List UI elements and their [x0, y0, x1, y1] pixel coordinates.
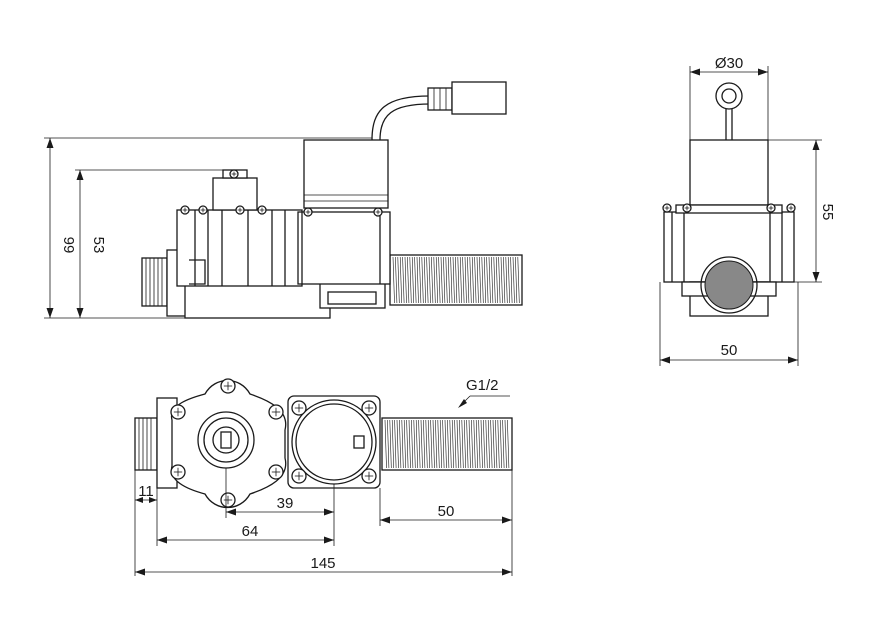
side-coil — [303, 139, 389, 209]
side-valve-block — [297, 211, 391, 285]
side-view: 99 53 — [44, 81, 523, 319]
top-outlet-thread — [381, 417, 513, 471]
dim-side-overall-height: 99 — [60, 237, 77, 254]
dim-top-inlet-to-coil: 64 — [242, 523, 259, 540]
dim-end-height: 55 — [819, 204, 836, 221]
side-thread-hatch — [392, 256, 520, 304]
dim-top-outlet-length: 50 — [438, 503, 455, 520]
dim-top-overall-length: 145 — [310, 555, 335, 572]
end-outlet-port — [700, 256, 758, 314]
dim-end-coil-diameter: Ø30 — [715, 55, 743, 72]
end-screws — [662, 203, 796, 213]
top-thread-hatch — [384, 419, 510, 469]
top-inlet-thread — [134, 417, 158, 471]
dim-top-inlet-offset: 11 — [138, 483, 154, 500]
side-cable — [371, 95, 431, 141]
dim-top-center-distance: 39 — [277, 495, 294, 512]
end-coil — [689, 139, 769, 206]
side-main-body — [176, 209, 303, 287]
end-cable-ring — [715, 82, 743, 110]
thread-spec-label: G1/2 — [466, 377, 499, 394]
top-screws — [170, 378, 377, 508]
dim-end-width: 50 — [721, 342, 738, 359]
side-top-cap — [212, 177, 258, 211]
side-lower-base — [184, 281, 331, 319]
top-view: G1/2 11 39 64 50 145 — [134, 377, 513, 576]
end-view: Ø30 55 50 — [659, 55, 836, 366]
dim-side-body-height: 53 — [90, 237, 107, 254]
side-connector — [451, 81, 507, 115]
